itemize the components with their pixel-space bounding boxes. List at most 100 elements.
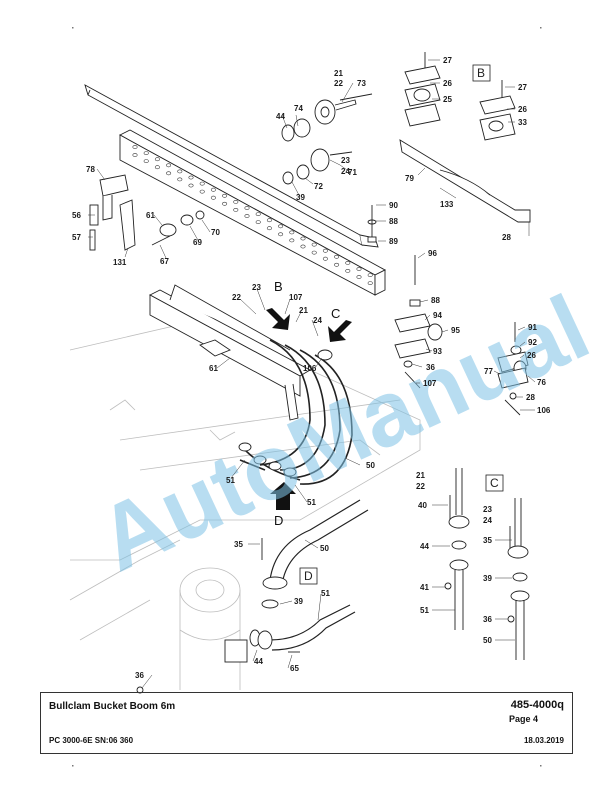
callout-56: 56	[72, 211, 81, 220]
callout-50: 50	[483, 636, 492, 645]
view-arrow-c: C	[328, 306, 352, 342]
model-serial: PC 3000-6E SN:06 360	[49, 736, 134, 745]
callout-72: 72	[314, 182, 323, 191]
manifold-block	[119, 129, 386, 296]
callout-106: 106	[537, 406, 551, 415]
clamp-set-upper	[399, 52, 531, 223]
port-hole	[367, 281, 373, 286]
callout-23: 23	[252, 283, 261, 292]
port-hole	[278, 224, 284, 229]
port-hole	[199, 189, 205, 194]
manifold-ports	[132, 145, 373, 286]
callout-35: 35	[483, 536, 492, 545]
port-hole	[188, 175, 194, 180]
port-hole	[143, 151, 149, 156]
callout-21: 21	[334, 69, 343, 78]
port-hole	[177, 169, 183, 174]
callout-57: 57	[72, 233, 81, 242]
callout-51: 51	[420, 606, 429, 615]
port-hole	[367, 273, 373, 278]
port-hole	[143, 159, 149, 164]
callout-44: 44	[276, 112, 285, 121]
callout-73: 73	[357, 79, 366, 88]
callout-94: 94	[433, 311, 442, 320]
detail-box-d: D	[299, 567, 318, 585]
callout-77: 77	[484, 367, 493, 376]
callout-88: 88	[389, 217, 398, 226]
callout-28: 28	[526, 393, 535, 402]
port-hole	[222, 193, 228, 198]
callout-labels: 27 26 25 27 26 33 21 22 73 74 44 23 24 7…	[72, 56, 551, 680]
callout-133: 133	[440, 200, 454, 209]
port-hole	[322, 256, 328, 261]
callout-88: 88	[431, 296, 440, 305]
view-arrow-b-label: B	[274, 279, 283, 294]
callout-44: 44	[420, 542, 429, 551]
callout-26: 26	[527, 351, 536, 360]
port-hole	[311, 250, 317, 255]
drawing-title: Bullclam Bucket Boom 6m	[49, 701, 176, 712]
port-hole	[132, 153, 138, 157]
detail-box-c-label: C	[490, 476, 499, 490]
revision-date: 18.03.2019	[523, 736, 564, 745]
port-hole	[154, 157, 160, 162]
callout-23: 23	[483, 505, 492, 514]
port-hole	[255, 212, 261, 217]
callout-74: 74	[294, 104, 303, 113]
callout-27: 27	[443, 56, 452, 65]
callout-36: 36	[483, 615, 492, 624]
callout-26: 26	[518, 105, 527, 114]
callout-36: 36	[426, 363, 435, 372]
callout-71: 71	[348, 168, 357, 177]
detail-d-elbow	[269, 499, 369, 651]
title-block: Bullclam Bucket Boom 6m 485-4000q Page 4…	[40, 692, 573, 754]
callout-95: 95	[451, 326, 460, 335]
callout-39: 39	[294, 597, 303, 606]
callout-51: 51	[307, 498, 316, 507]
page-number: Page 4	[508, 714, 538, 724]
callout-89: 89	[389, 237, 398, 246]
callout-67: 67	[160, 257, 169, 266]
view-arrow-d-label: D	[274, 513, 283, 528]
port-hole	[311, 242, 317, 247]
callout-131: 131	[113, 258, 127, 267]
flange-fitting-upper	[281, 93, 373, 185]
port-hole	[266, 218, 272, 223]
port-hole	[210, 195, 216, 200]
port-hole	[154, 165, 160, 170]
view-arrow-d: D	[270, 482, 296, 528]
view-arrow-b: B	[266, 279, 290, 330]
callout-51: 51	[226, 476, 235, 485]
callout-22: 22	[416, 482, 425, 491]
port-hole	[345, 260, 351, 265]
port-hole	[334, 254, 340, 259]
callout-93: 93	[433, 347, 442, 356]
port-hole	[199, 181, 205, 186]
callout-39: 39	[296, 193, 305, 202]
registration-marks	[72, 27, 542, 767]
bolt-90	[367, 205, 377, 243]
port-hole	[244, 214, 250, 218]
callout-79: 79	[405, 174, 414, 183]
callout-44: 44	[254, 657, 263, 666]
callout-28: 28	[502, 233, 511, 242]
callout-50: 50	[320, 544, 329, 553]
port-hole	[300, 236, 306, 241]
port-hole	[300, 244, 306, 249]
fitting-61	[151, 210, 205, 246]
port-hole	[166, 171, 172, 176]
hose-bundle	[239, 339, 353, 485]
callout-41: 41	[420, 583, 429, 592]
detail-box-b: B	[472, 64, 491, 82]
port-hole	[210, 187, 216, 192]
callout-76: 76	[537, 378, 546, 387]
port-hole	[233, 207, 239, 212]
callout-40: 40	[418, 501, 427, 510]
bracket-78	[89, 174, 136, 251]
callout-61: 61	[146, 211, 155, 220]
leader-lines	[88, 59, 536, 689]
callout-21: 21	[416, 471, 425, 480]
callout-106: 106	[303, 364, 317, 373]
hose-fittings	[238, 349, 333, 477]
